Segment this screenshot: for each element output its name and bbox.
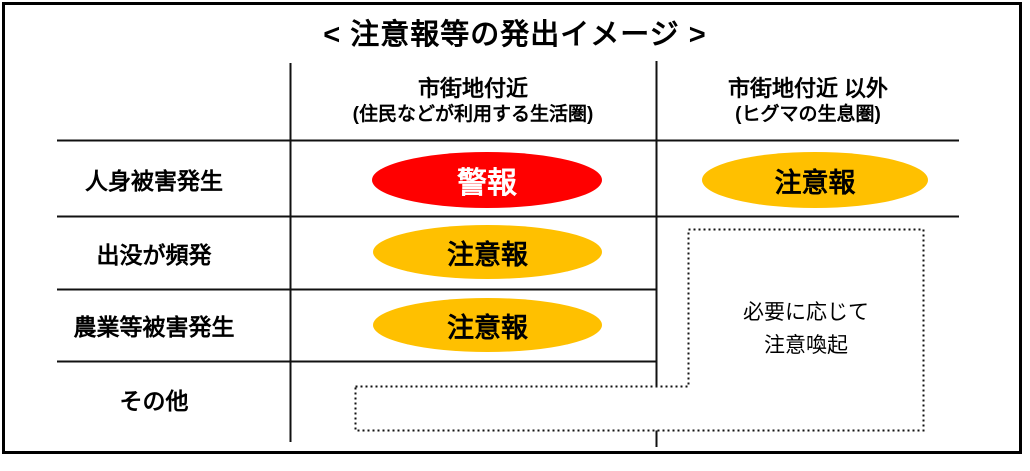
callout-note-line2: 注意喚起 — [764, 334, 848, 357]
column-header-urban-subtitle: (住民などが利用する生活圏) — [352, 104, 594, 126]
column-header-urban-title: 市街地付近 — [417, 75, 528, 101]
row-label-other: その他 — [119, 388, 189, 414]
row-label-frequent-sightings: 出没が頻発 — [96, 242, 212, 268]
advisory-badge-urban-sightings: 注意報 — [373, 225, 602, 279]
column-header-urban: 市街地付近 (住民などが利用する生活圏) — [292, 64, 654, 138]
column-header-outside-subtitle: (ヒグマの生息圏) — [735, 104, 881, 126]
row-label-agricultural-damage: 農業等被害発生 — [73, 314, 235, 340]
callout-note: 必要に応じて 注意喚起 — [689, 230, 923, 430]
advisory-badge-outside-injury: 注意報 — [702, 152, 928, 208]
column-header-outside: 市街地付近 以外 (ヒグマの生息圏) — [658, 64, 958, 138]
dotted-callout-region — [354, 228, 925, 432]
outer-border — [2, 2, 1022, 454]
diagram-title: < 注意報等の発出イメージ > — [323, 19, 707, 51]
row-label-personal-injury: 人身被害発生 — [85, 168, 223, 194]
column-header-outside-title: 市街地付近 以外 — [727, 75, 889, 101]
callout-note-line1: 必要に応じて — [743, 301, 869, 325]
warning-badge-urban-injury: 警報 — [372, 152, 602, 208]
advisory-badge-urban-agriculture: 注意報 — [373, 298, 602, 352]
